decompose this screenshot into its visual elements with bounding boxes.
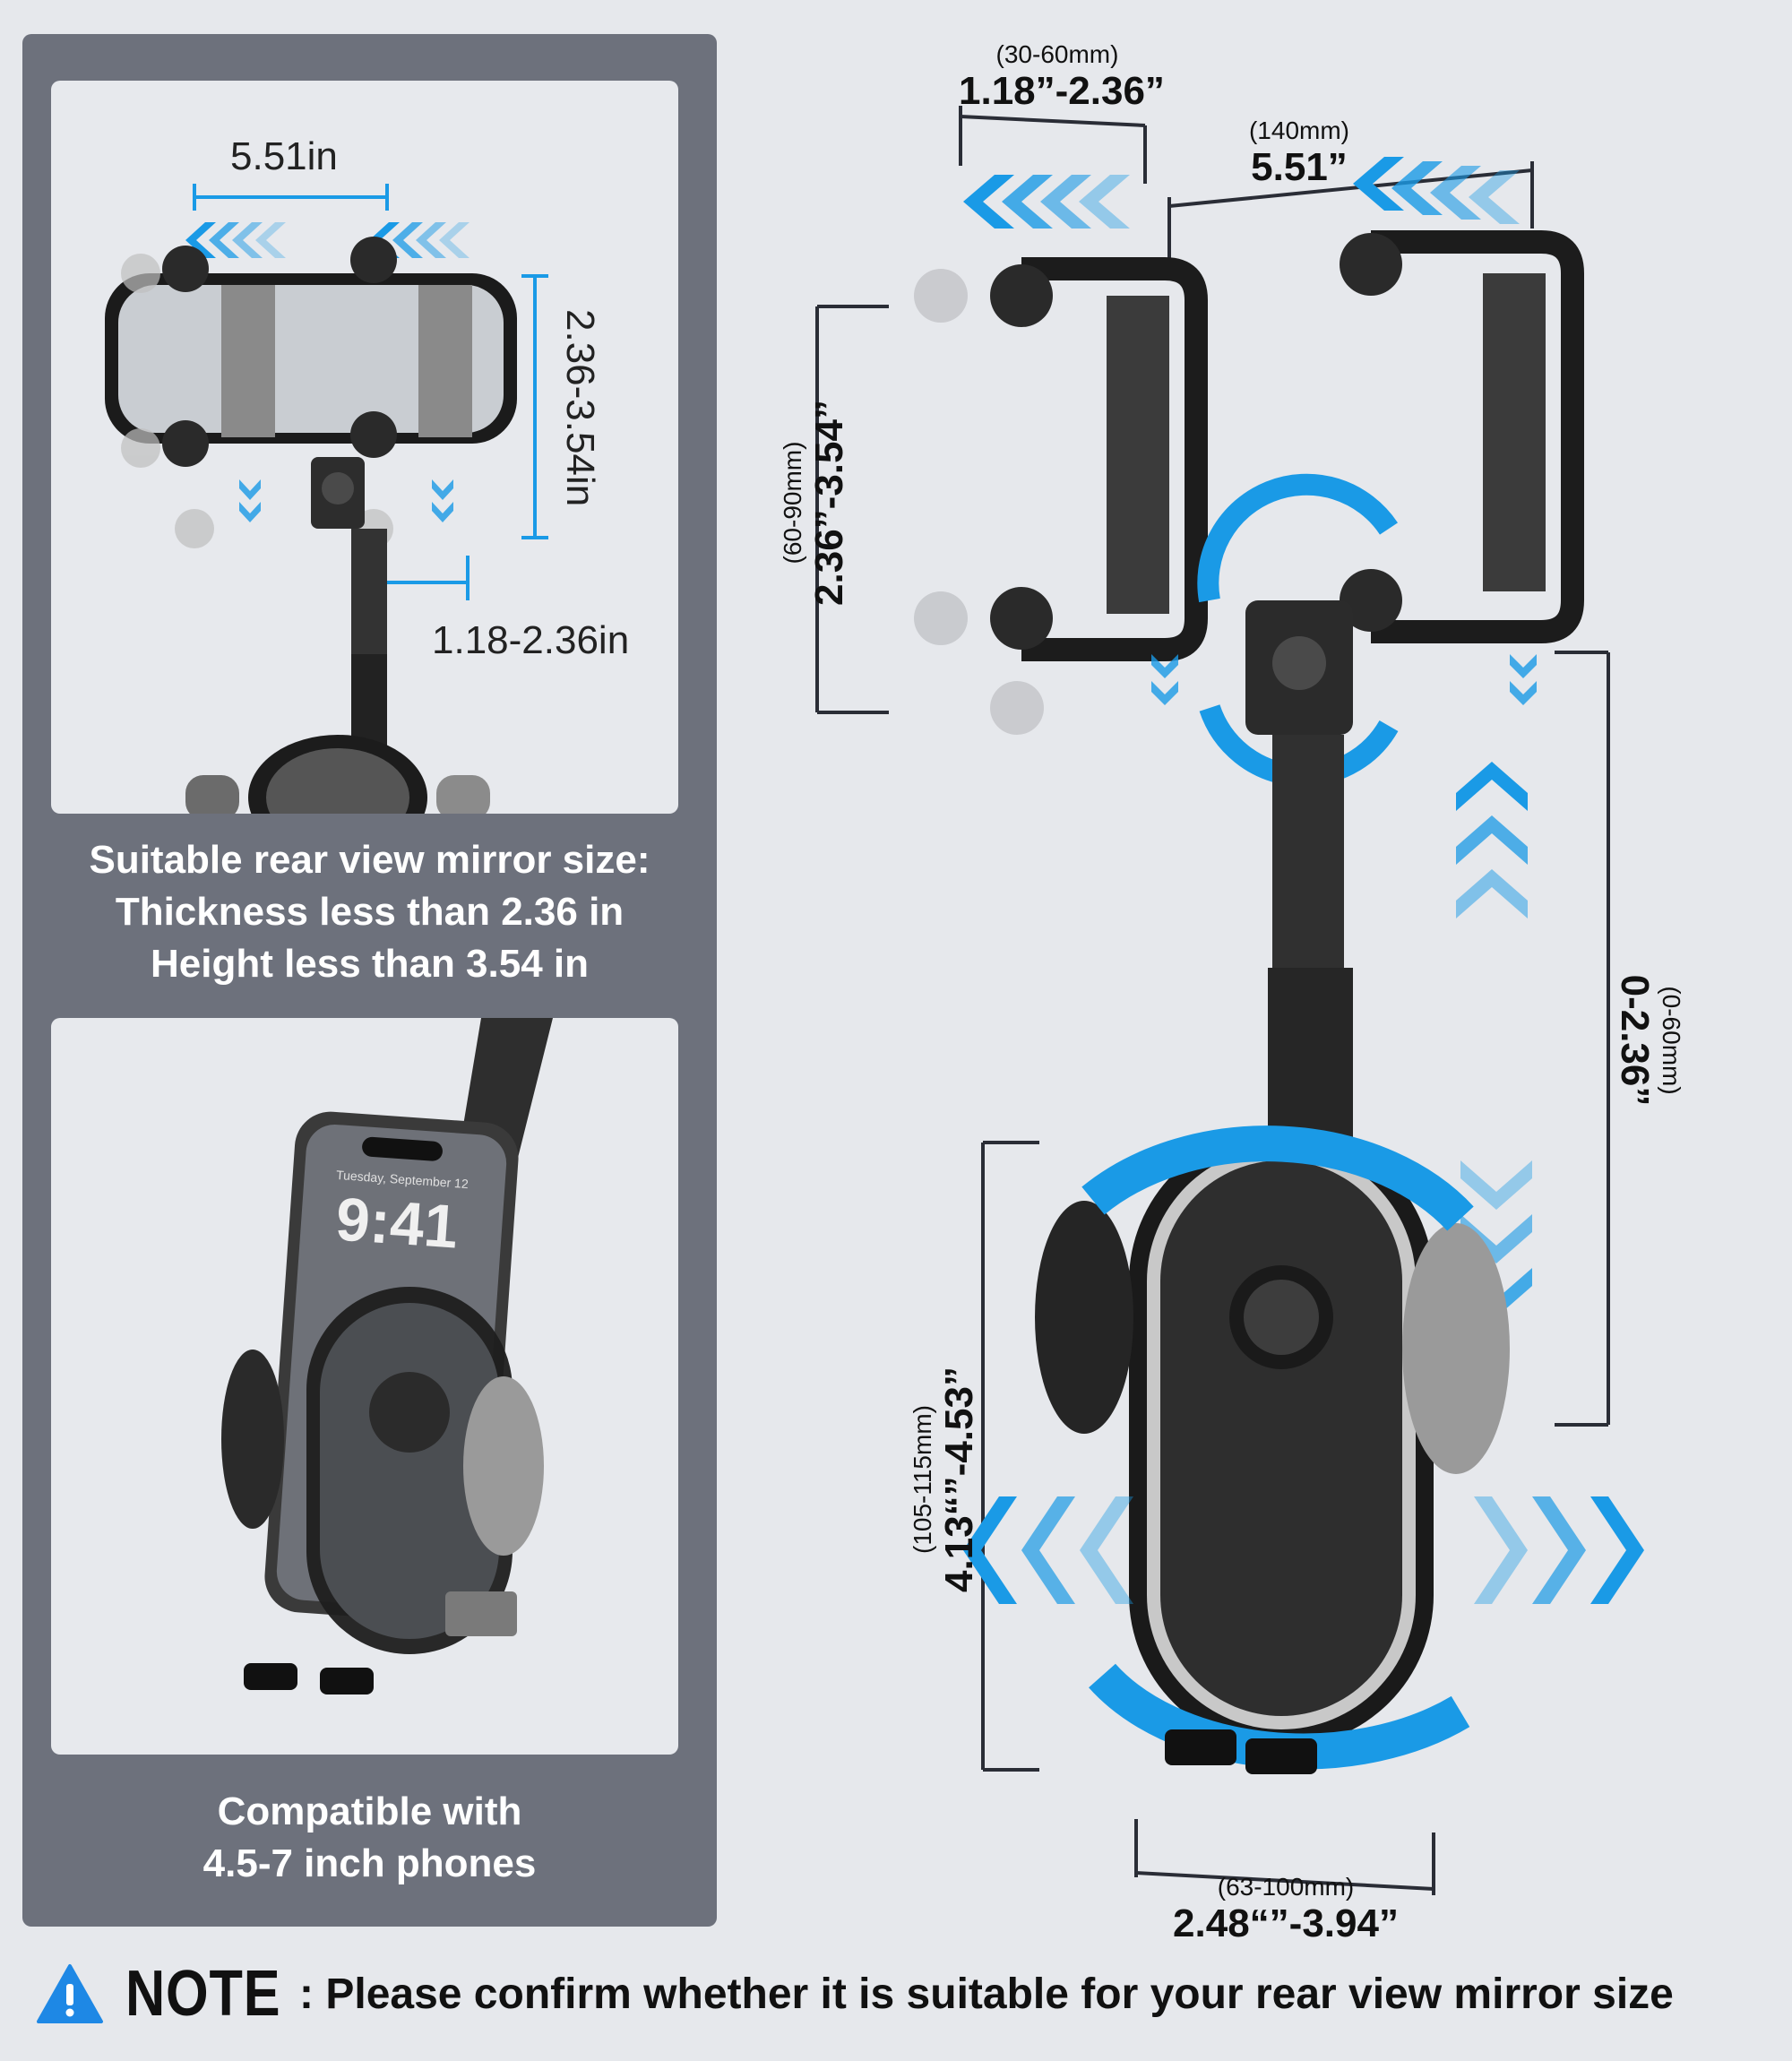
arm-extension-dimension: (0-60mm) 0-2.36” <box>1612 951 1685 1130</box>
note-label: NOTE <box>125 1958 281 2030</box>
mirror-caption-line3: Height less than 3.54 in <box>150 942 590 986</box>
arm-extension-mm: (0-60mm) <box>1658 986 1685 1095</box>
warning-triangle-icon <box>37 1964 103 2023</box>
mirror-caption-line2: Thickness less than 2.36 in <box>115 890 625 934</box>
clip-thickness-mm: (30-60mm) <box>995 40 1119 68</box>
left-panel: 5.51in 2.36-3.54in 1.18-2.36in Suitable … <box>22 34 717 1927</box>
phone-caption-line1: Compatible with <box>217 1789 522 1833</box>
clip-height-mm: (60-90mm) <box>779 441 806 565</box>
phone-cradle-card: 9:41 Tuesday, September 12 <box>51 1018 678 1755</box>
width-label: 5.51in <box>230 134 338 178</box>
cradle-height-mm: (105-115mm) <box>909 1405 936 1554</box>
chevron-left-icon <box>1353 157 1520 224</box>
phone-caption-line2: 4.5-7 inch phones <box>202 1841 537 1885</box>
clip-height-dimension: (60-90mm) 2.36”-3.54” <box>779 386 852 619</box>
chevron-down-icon <box>239 479 453 522</box>
cradle-width-dimension: (63-100mm) 2.48“”-3.94” <box>1138 1873 1434 1946</box>
clip-width-dimension: (140mm) 5.51” <box>1210 116 1389 190</box>
height-label: 2.36-3.54in <box>558 309 602 507</box>
clip-height-inch: 2.36”-3.54” <box>807 400 851 606</box>
chevron-left-icon <box>185 222 286 258</box>
phone-time: 9:41 <box>333 1185 461 1262</box>
cradle-width-inch: 2.48“”-3.94” <box>1173 1901 1399 1945</box>
note-bar: NOTE : Please confirm whether it is suit… <box>36 1949 1756 2039</box>
cradle-height-inch: 4.13“”-4.53” <box>937 1367 981 1592</box>
mirror-size-caption: Suitable rear view mirror size: Thicknes… <box>22 834 717 990</box>
clip-thickness-dimension: (30-60mm) 1.18”-2.36” <box>959 40 1165 114</box>
chevron-left-icon <box>963 1496 1133 1604</box>
clip-thickness-inch: 1.18”-2.36” <box>959 69 1165 113</box>
phone-compat-caption: Compatible with 4.5-7 inch phones <box>22 1786 717 1890</box>
mirror-clip-card: 5.51in 2.36-3.54in 1.18-2.36in <box>51 81 678 814</box>
chevron-right-icon <box>1474 1496 1644 1604</box>
mirror-caption-line1: Suitable rear view mirror size: <box>89 838 650 882</box>
cradle-width-mm: (63-100mm) <box>1217 1873 1355 1901</box>
product-illustration-area: (30-60mm) 1.18”-2.36” (140mm) 5.51” (60-… <box>744 27 1774 1945</box>
mirror-clip-illustration <box>105 184 548 814</box>
clip-width-inch: 5.51” <box>1251 145 1348 189</box>
phone-cradle-illustration <box>221 1018 553 1695</box>
thickness-label: 1.18-2.36in <box>432 618 630 662</box>
chevron-down-icon <box>1151 654 1537 705</box>
chevron-left-icon <box>963 175 1130 229</box>
chevron-up-icon <box>1456 762 1528 918</box>
note-text: : Please confirm whether it is suitable … <box>299 1970 1674 2018</box>
cradle-height-dimension: (105-115mm) 4.13“”-4.53” <box>909 1354 982 1605</box>
clip-width-mm: (140mm) <box>1248 116 1349 144</box>
arm-extension-inch: 0-2.36” <box>1613 974 1657 1107</box>
phone-holder-illustration <box>815 106 1644 1895</box>
